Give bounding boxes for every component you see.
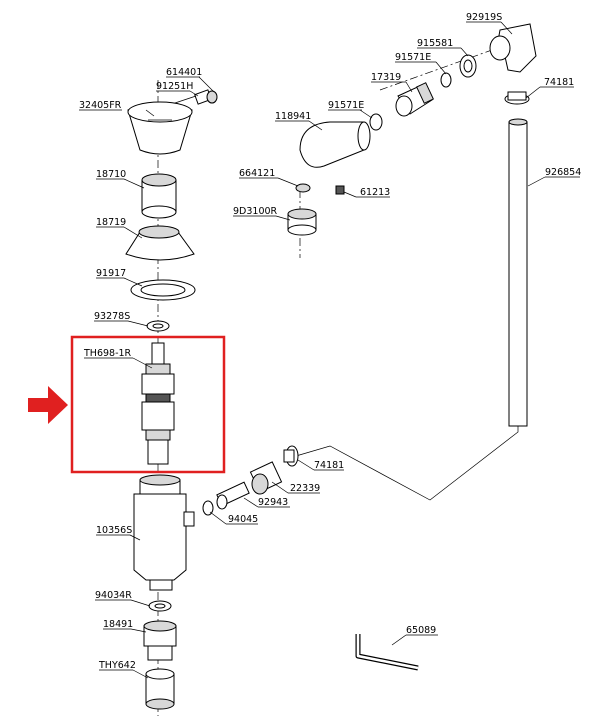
part-91571E-upper [440,72,452,88]
label-91571E-upper: 91571E [395,52,431,63]
label-915581: 915581 [417,38,453,49]
part-91917 [130,279,196,301]
label-94034R: 94034R [95,590,132,601]
label-18491: 18491 [103,619,133,630]
part-THY642 [145,668,175,710]
part-74181-upper-clip [504,91,530,105]
part-10356S-body [133,474,195,591]
part-74181-lower-clip [283,445,299,467]
label-74181-upper: 74181 [544,77,574,88]
label-22339: 22339 [290,483,320,494]
label-32405FR: 32405FR [79,100,122,111]
label-10356S: 10356S [96,525,132,536]
part-labels: 614401 91251H 32405FR 18710 18719 91917 … [79,12,581,671]
part-22339 [249,461,283,495]
label-92919S: 92919S [466,12,502,23]
part-94034R [148,600,172,612]
part-65089-hex-key [355,634,419,671]
part-915581 [459,54,477,78]
label-93278S: 93278S [94,311,130,322]
highlight-arrow-icon [28,386,68,424]
part-118941-spout [299,121,371,168]
label-926854: 926854 [545,167,581,178]
part-94045 [202,500,214,516]
label-17319: 17319 [371,72,401,83]
hose-line [295,426,519,501]
part-61213 [335,185,345,195]
part-TH698-1R-cartridge [141,342,175,465]
part-91571E-lower [369,113,383,131]
part-18491 [143,620,177,661]
part-18719 [125,225,195,261]
label-91917: 91917 [96,268,126,279]
part-17319 [395,82,434,117]
label-18710: 18710 [96,169,126,180]
part-93278S [146,320,170,332]
label-91251H: 91251H [156,81,193,92]
part-614401 [206,90,218,104]
label-94045: 94045 [228,514,258,525]
label-74181-lower: 74181 [314,460,344,471]
label-614401: 614401 [166,67,202,78]
label-18719: 18719 [96,217,126,228]
label-61213: 61213 [360,187,390,198]
part-664121 [295,183,311,193]
label-9D3100R: 9D3100R [233,206,278,217]
leader-lines [123,21,546,679]
label-65089: 65089 [406,625,436,636]
highlight-box [70,335,226,474]
label-TH698-1R: TH698-1R [83,348,132,359]
part-92919S-elbow [489,23,537,73]
part-18710 [141,173,177,219]
part-9D3100R-aerator [287,208,317,236]
label-THY642: THY642 [98,660,136,671]
part-32405FR [127,101,193,155]
part-92943 [216,481,250,510]
part-926854-tube [508,118,528,427]
label-664121: 664121 [239,168,275,179]
label-118941: 118941 [275,111,311,122]
label-91571E-lower: 91571E [328,100,364,111]
label-92943: 92943 [258,497,288,508]
